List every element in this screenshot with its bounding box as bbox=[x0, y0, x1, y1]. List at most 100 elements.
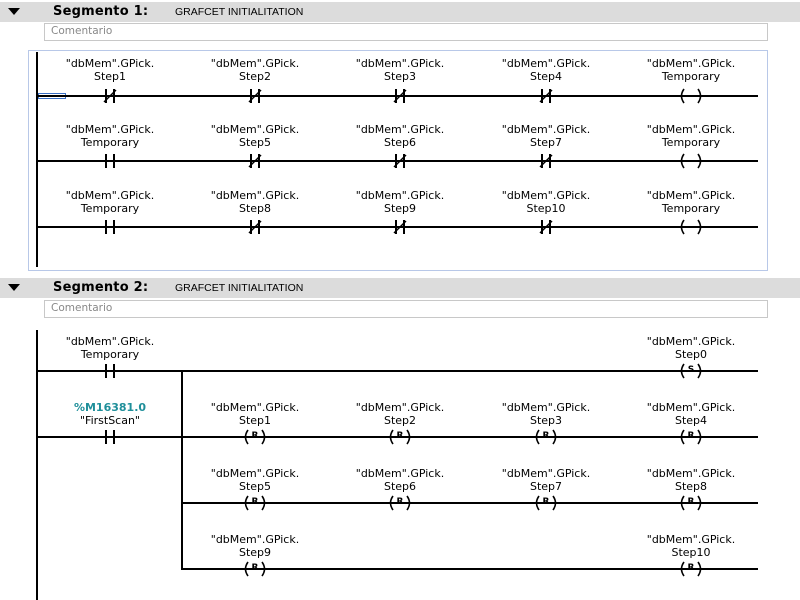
segment-1-header[interactable]: Segmento 1: GRAFCET INITIALITATION bbox=[0, 2, 800, 22]
operand-label[interactable]: "dbMem".GPick.Step2 bbox=[185, 57, 325, 83]
operand-tag: Step7 bbox=[529, 480, 563, 493]
segment-2-comment-field[interactable]: Comentario bbox=[44, 300, 768, 318]
output-coil[interactable] bbox=[677, 219, 705, 235]
operand-name: "dbMem".GPick. bbox=[501, 189, 591, 202]
operand-name: "dbMem".GPick. bbox=[355, 189, 445, 202]
operand-label[interactable]: "dbMem".GPick.Step7 bbox=[476, 467, 616, 493]
operand-label[interactable]: "dbMem".GPick.Temporary bbox=[40, 335, 180, 361]
operand-tag: "FirstScan" bbox=[79, 414, 140, 427]
operand-tag: Step9 bbox=[383, 202, 417, 215]
operand-label[interactable]: "dbMem".GPick.Temporary bbox=[40, 123, 180, 149]
no-contact[interactable] bbox=[100, 153, 120, 169]
power-rail bbox=[36, 330, 38, 600]
operand-label[interactable]: "dbMem".GPick.Step10 bbox=[476, 189, 616, 215]
reset-coil[interactable]: R bbox=[677, 429, 705, 445]
coil-letter: R bbox=[251, 431, 259, 441]
operand-tag: Step3 bbox=[529, 414, 563, 427]
operand-label[interactable]: "dbMem".GPick.Step4 bbox=[621, 401, 761, 427]
rung-end-marker bbox=[756, 502, 758, 504]
coil-letter: R bbox=[251, 497, 259, 507]
operand-name: "dbMem".GPick. bbox=[501, 57, 591, 70]
operand-tag: Step0 bbox=[674, 348, 708, 361]
nc-contact[interactable] bbox=[536, 88, 556, 104]
wire bbox=[36, 370, 756, 372]
operand-label[interactable]: "dbMem".GPick.Step5 bbox=[185, 123, 325, 149]
operand-label[interactable]: "dbMem".GPick.Step2 bbox=[330, 401, 470, 427]
coil-letter: R bbox=[251, 563, 259, 573]
operand-label[interactable]: "dbMem".GPick.Step7 bbox=[476, 123, 616, 149]
operand-label[interactable]: "dbMem".GPick.Step8 bbox=[621, 467, 761, 493]
nc-contact[interactable] bbox=[100, 88, 120, 104]
operand-name: "dbMem".GPick. bbox=[646, 401, 736, 414]
operand-tag: Temporary bbox=[661, 70, 721, 83]
segment-1-comment-field[interactable]: Comentario bbox=[44, 23, 768, 41]
operand-name: "dbMem".GPick. bbox=[355, 123, 445, 136]
reset-coil[interactable]: R bbox=[532, 429, 560, 445]
set-coil[interactable]: S bbox=[677, 363, 705, 379]
reset-coil[interactable]: R bbox=[386, 495, 414, 511]
nc-contact[interactable] bbox=[390, 219, 410, 235]
nc-contact[interactable] bbox=[245, 153, 265, 169]
nc-contact[interactable] bbox=[390, 88, 410, 104]
operand-label[interactable]: "dbMem".GPick.Step8 bbox=[185, 189, 325, 215]
nc-contact[interactable] bbox=[390, 153, 410, 169]
operand-tag: Temporary bbox=[661, 202, 721, 215]
operand-label[interactable]: %M16381.0"FirstScan" bbox=[40, 401, 180, 427]
operand-tag: Step2 bbox=[383, 414, 417, 427]
operand-tag: Step7 bbox=[529, 136, 563, 149]
segment-1-title: Segmento 1: bbox=[53, 4, 149, 19]
coil-letter: R bbox=[687, 563, 695, 573]
reset-coil[interactable]: R bbox=[677, 561, 705, 577]
no-contact[interactable] bbox=[100, 363, 120, 379]
reset-coil[interactable]: R bbox=[386, 429, 414, 445]
output-coil[interactable] bbox=[677, 153, 705, 169]
operand-label[interactable]: "dbMem".GPick.Step4 bbox=[476, 57, 616, 83]
reset-coil[interactable]: R bbox=[241, 429, 269, 445]
operand-label[interactable]: "dbMem".GPick.Step3 bbox=[330, 57, 470, 83]
nc-contact[interactable] bbox=[245, 219, 265, 235]
operand-label[interactable]: "dbMem".GPick.Step1 bbox=[185, 401, 325, 427]
operand-name: "dbMem".GPick. bbox=[501, 123, 591, 136]
operand-label[interactable]: "dbMem".GPick.Step3 bbox=[476, 401, 616, 427]
reset-coil[interactable]: R bbox=[532, 495, 560, 511]
operand-tag: Step3 bbox=[383, 70, 417, 83]
operand-label[interactable]: "dbMem".GPick.Temporary bbox=[40, 189, 180, 215]
operand-tag: Step4 bbox=[674, 414, 708, 427]
coil-letter: S bbox=[687, 365, 695, 375]
output-coil[interactable] bbox=[677, 88, 705, 104]
operand-label[interactable]: "dbMem".GPick.Step5 bbox=[185, 467, 325, 493]
operand-label[interactable]: "dbMem".GPick.Step10 bbox=[621, 533, 761, 559]
operand-label[interactable]: "dbMem".GPick.Temporary bbox=[621, 57, 761, 83]
operand-label[interactable]: "dbMem".GPick.Step1 bbox=[40, 57, 180, 83]
operand-name: "dbMem".GPick. bbox=[355, 467, 445, 480]
reset-coil[interactable]: R bbox=[241, 561, 269, 577]
segment-2-name[interactable]: GRAFCET INITIALITATION bbox=[175, 282, 304, 294]
segment-2-header[interactable]: Segmento 2: GRAFCET INITIALITATION bbox=[0, 278, 800, 298]
operand-label[interactable]: "dbMem".GPick.Step6 bbox=[330, 123, 470, 149]
operand-label[interactable]: "dbMem".GPick.Temporary bbox=[621, 189, 761, 215]
no-contact[interactable] bbox=[100, 429, 120, 445]
reset-coil[interactable]: R bbox=[677, 495, 705, 511]
nc-contact[interactable] bbox=[245, 88, 265, 104]
operand-label[interactable]: "dbMem".GPick.Step9 bbox=[185, 533, 325, 559]
operand-label[interactable]: "dbMem".GPick.Step9 bbox=[330, 189, 470, 215]
nc-contact[interactable] bbox=[536, 153, 556, 169]
operand-name: "dbMem".GPick. bbox=[210, 401, 300, 414]
collapse-arrow-icon[interactable] bbox=[8, 284, 20, 291]
rung-end-marker bbox=[756, 436, 758, 438]
operand-label[interactable]: "dbMem".GPick.Temporary bbox=[621, 123, 761, 149]
rung-end-marker bbox=[756, 95, 758, 97]
power-rail bbox=[36, 52, 38, 267]
rung-end-marker bbox=[756, 370, 758, 372]
reset-coil[interactable]: R bbox=[241, 495, 269, 511]
segment-1-name[interactable]: GRAFCET INITIALITATION bbox=[175, 6, 304, 18]
no-contact[interactable] bbox=[100, 219, 120, 235]
operand-label[interactable]: "dbMem".GPick.Step6 bbox=[330, 467, 470, 493]
operand-name: "dbMem".GPick. bbox=[65, 189, 155, 202]
nc-contact[interactable] bbox=[536, 219, 556, 235]
operand-tag: Step10 bbox=[526, 202, 566, 215]
operand-label[interactable]: "dbMem".GPick.Step0 bbox=[621, 335, 761, 361]
operand-name: "dbMem".GPick. bbox=[646, 57, 736, 70]
rung-end-marker bbox=[756, 568, 758, 570]
collapse-arrow-icon[interactable] bbox=[8, 8, 20, 15]
